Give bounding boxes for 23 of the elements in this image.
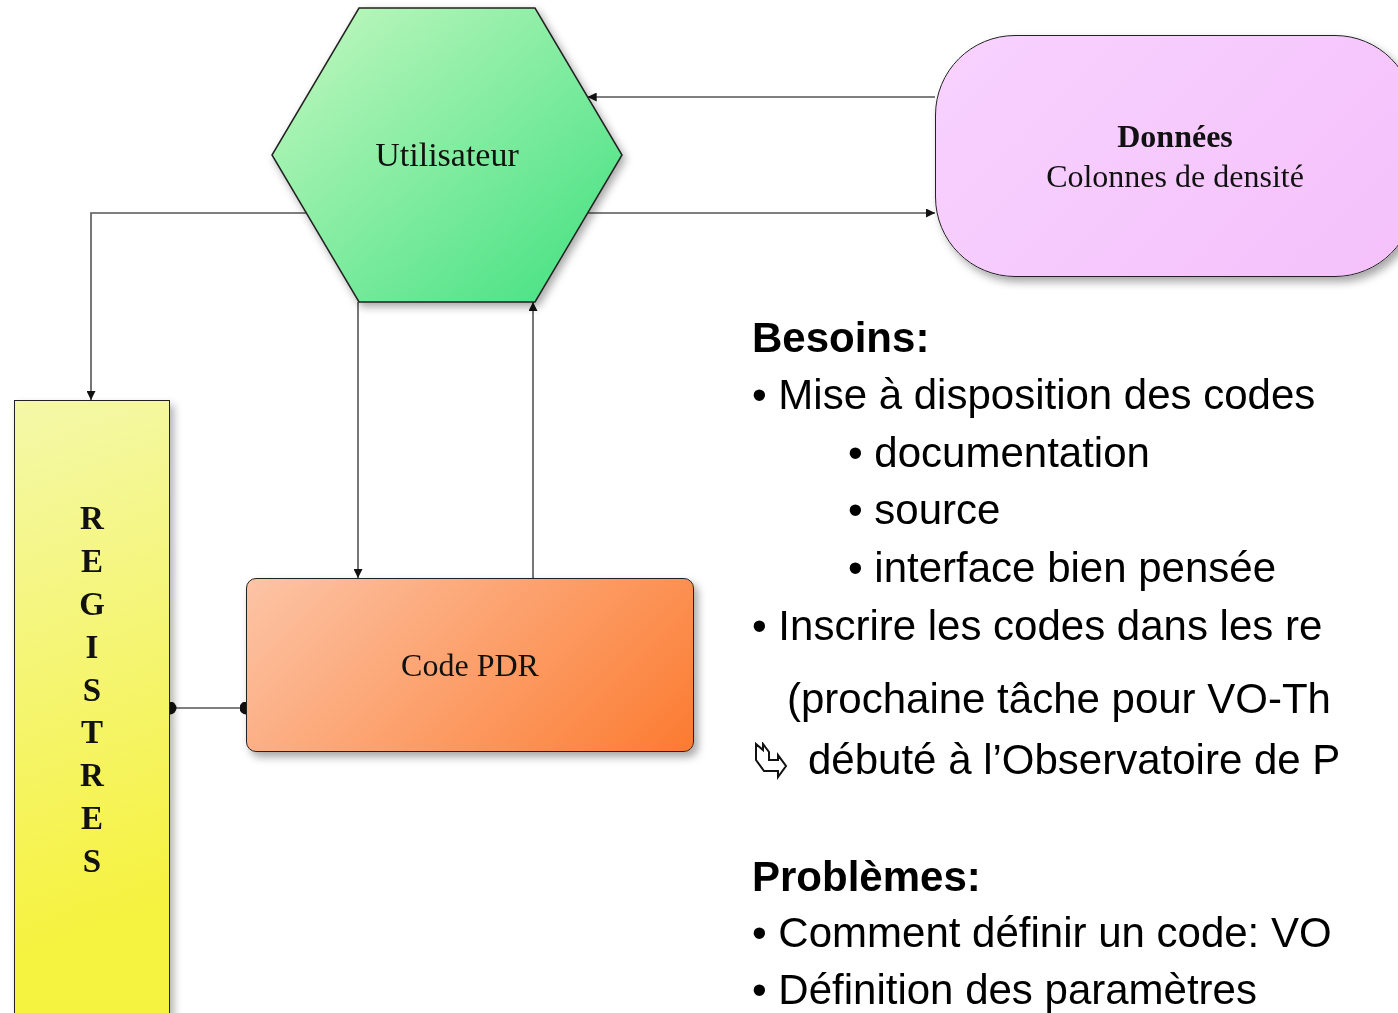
node-label: REGISTRES	[78, 499, 106, 882]
section-heading: Besoins:	[752, 314, 930, 362]
bullet-text: • interface bien pensée	[848, 544, 1276, 592]
arrow	[586, 92, 936, 102]
bullet-text: (prochaine tâche pour VO-Th	[787, 675, 1331, 723]
section-heading: Problèmes:	[752, 853, 981, 901]
bullet-text: • Définition des paramètres	[752, 966, 1257, 1013]
rounded-box	[935, 35, 1398, 277]
bullet-text: • Mise à disposition des codes	[752, 371, 1316, 419]
bullet-text: débuté à l’Observatoire de P	[808, 736, 1341, 784]
hexagon-node	[272, 8, 622, 302]
bullet-text: • source	[848, 486, 1001, 534]
bullet-text: • documentation	[848, 429, 1150, 477]
node-label: Utilisateur	[375, 134, 519, 175]
node-label: Colonnes de densité	[1046, 157, 1304, 196]
vertical-bar	[14, 400, 170, 1013]
process-box	[246, 578, 694, 752]
bullet-text: • Comment définir un code: VO	[752, 909, 1332, 957]
arrow	[353, 301, 363, 579]
node-heading: Données	[1117, 117, 1233, 156]
bullet-text: • Inscrire les codes dans les re	[752, 602, 1323, 650]
node-label: Code PDR	[401, 646, 539, 685]
arrow	[528, 301, 538, 579]
